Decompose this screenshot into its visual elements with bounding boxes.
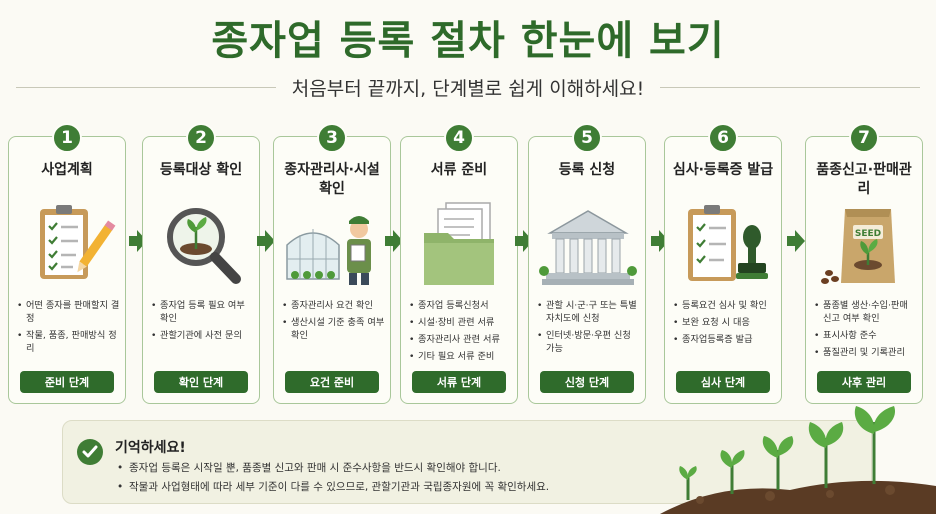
subtitle-divider-right [660,86,920,88]
bullet-item: 관할기관에 사전 문의 [151,329,255,342]
step-number: 3 [317,123,347,153]
step-badge: 신청 단계 [540,371,634,393]
remember-item: 종자업 등록은 시작일 뿐, 품종별 신고와 판매 시 준수사항을 반드시 확인… [115,459,549,478]
arrow-right-icon [129,230,147,252]
clipboard-stamp-icon [688,205,768,281]
seed-bag-icon: SEED [821,209,895,284]
step-badge: 심사 단계 [676,371,770,393]
step-number: 2 [186,123,216,153]
growing-sprouts-icon [660,406,936,514]
bullet-item: 표시사항 준수 [814,329,918,342]
remember-item: 작물과 사업형태에 따라 세부 기준이 다를 수 있으므로, 관할기관과 국립종… [115,478,549,497]
remember-list: 종자업 등록은 시작일 뿐, 품종별 신고와 판매 시 준수사항을 반드시 확인… [115,459,549,497]
bullet-item: 종자업 등록신청서 [409,299,513,312]
bullet-item: 종자업등록증 발급 [673,333,777,346]
step-flow: 1 사업계획 어떤 종자를 판매할지 결정 작물, 품종, 판매방식 정리 준비… [8,122,928,404]
bullet-item: 시설·장비 관련 서류 [409,316,513,329]
step-badge: 확인 단계 [154,371,248,393]
step-number: 7 [849,123,879,153]
step-number: 5 [572,123,602,153]
step-number: 6 [708,123,738,153]
step-card-2: 2 등록대상 확인 종자업 등록 필요 여부 확인 관할기관에 사전 문의 확인… [142,123,260,404]
magnifier-seedling-icon [167,208,241,284]
bullet-item: 품질관리 및 기록관리 [814,346,918,359]
step-badge: 서류 단계 [412,371,506,393]
step-card-1: 1 사업계획 어떤 종자를 판매할지 결정 작물, 품종, 판매방식 정리 준비… [8,123,126,404]
step-bullets: 종자관리사 요건 확인 생산시설 기준 충족 여부 확인 [282,299,386,346]
government-building-icon [539,210,637,285]
bullet-item: 등록요건 심사 및 확인 [673,299,777,312]
check-icon [77,439,103,465]
bullet-item: 작물, 품종, 판매방식 정리 [17,329,121,355]
page-title: 종자업 등록 절차 한눈에 보기 [211,18,725,64]
bullet-item: 종자관리사 요건 확인 [282,299,386,312]
subtitle-row: 처음부터 끝까지, 단계별로 쉽게 이해하세요! [0,72,936,102]
step-badge: 사후 관리 [817,371,911,393]
bullet-item: 관할 시·군·구 또는 특별자치도에 신청 [537,299,641,325]
bullet-item: 보완 요청 시 대응 [673,316,777,329]
bullet-item: 품종별 생산·수입·판매 신고 여부 확인 [814,299,918,325]
step-number: 4 [444,123,474,153]
step-badge: 준비 단계 [20,371,114,393]
bullet-item: 인터넷·방문·우편 신청 가능 [537,329,641,355]
step-bullets: 어떤 종자를 판매할지 결정 작물, 품종, 판매방식 정리 [17,299,121,359]
bullet-item: 종자업 등록 필요 여부 확인 [151,299,255,325]
seed-bag-label: SEED [855,229,881,239]
step-title: 등록대상 확인 [159,162,243,178]
step-bullets: 종자업 등록신청서 시설·장비 관련 서류 종자관리사 관련 서류 기타 필요 … [409,299,513,367]
arrow-right-icon [787,230,805,252]
step-bullets: 품종별 생산·수입·판매 신고 여부 확인 표시사항 준수 품질관리 및 기록관… [814,299,918,363]
step-number: 1 [52,123,82,153]
step-title: 서류 준비 [430,162,488,178]
step-bullets: 관할 시·군·구 또는 특별자치도에 신청 인터넷·방문·우편 신청 가능 [537,299,641,359]
step-bullets: 등록요건 심사 및 확인 보완 요청 시 대응 종자업등록증 발급 [673,299,777,350]
step-card-7: 7 품종신고·판매관리 SEED 품종별 생산·수입·판매 신고 여부 확인 표… [805,123,923,404]
step-card-4: 4 서류 준비 종자업 등록신청서 시설·장비 관련 서류 종자관리사 관련 서… [400,123,518,404]
arrow-right-icon [651,230,669,252]
greenhouse-manager-icon [286,216,371,285]
bullet-item: 생산시설 기준 충족 여부 확인 [282,316,386,342]
step-card-3: 3 종자관리사·시설 확인 종자관리사 요건 확인 생산시설 기준 충족 여부 … [273,123,391,404]
step-card-6: 6 심사·등록증 발급 등록요건 심사 및 확인 보완 요청 시 대응 종자업등… [664,123,782,404]
bullet-item: 종자관리사 관련 서류 [409,333,513,346]
document-folder-icon [424,202,494,285]
bullet-item: 기타 필요 서류 준비 [409,350,513,363]
remember-title: 기억하세요! [115,440,186,456]
step-badge: 요건 준비 [285,371,379,393]
step-title: 품종신고·판매관리 [816,162,912,197]
step-title: 등록 신청 [558,162,616,178]
step-card-5: 5 등록 신청 관할 시·군·구 또는 특별자치도에 신청 인터넷·방문·우편 … [528,123,646,404]
page-subtitle: 처음부터 끝까지, 단계별로 쉽게 이해하세요! [291,77,645,100]
arrow-right-icon [515,230,533,252]
step-title: 사업계획 [41,162,93,178]
step-title: 종자관리사·시설 확인 [284,162,380,197]
arrow-right-icon [385,230,403,252]
step-bullets: 종자업 등록 필요 여부 확인 관할기관에 사전 문의 [151,299,255,346]
step-title: 심사·등록증 발급 [672,162,774,178]
subtitle-divider-left [16,86,276,88]
clipboard-pencil-icon [40,205,116,279]
arrow-right-icon [257,230,275,252]
bullet-item: 어떤 종자를 판매할지 결정 [17,299,121,325]
